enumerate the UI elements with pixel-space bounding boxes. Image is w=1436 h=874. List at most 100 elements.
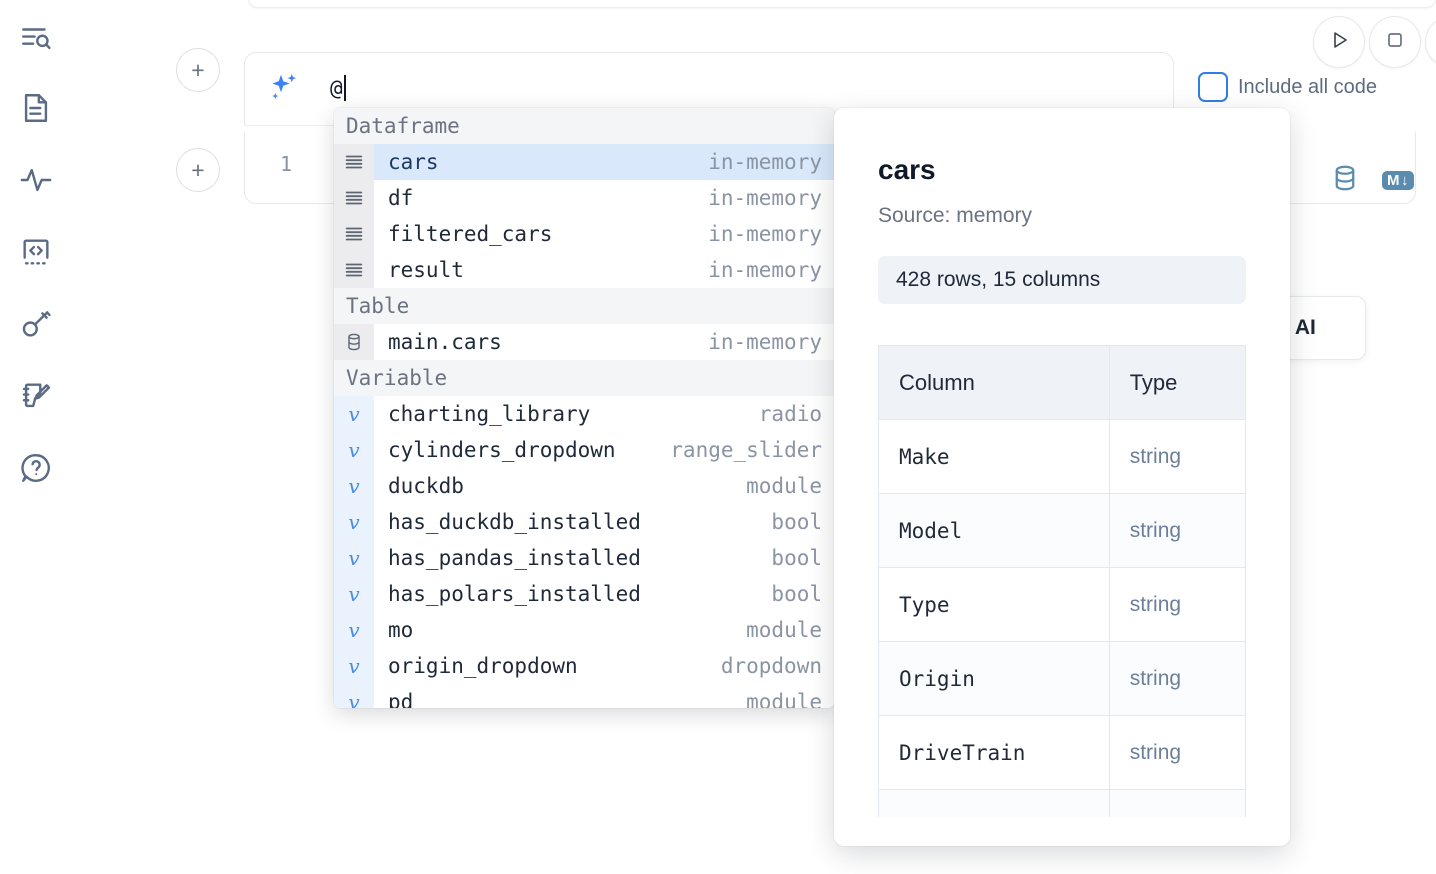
autocomplete-item[interactable]: v charting_library radio [334,396,834,432]
autocomplete-item-name: charting_library [388,402,591,426]
line-number: 1 [279,152,292,176]
document-icon[interactable] [12,84,60,132]
preview-table-row: Origin string [879,642,1245,716]
preview-column-type: string [1129,592,1182,616]
code-brackets-icon[interactable] [12,228,60,276]
autocomplete-item-type: in-memory [708,186,822,210]
variable-icon: v [334,540,374,576]
variable-icon: v [334,396,374,432]
preview-column-type: string [1129,666,1182,690]
autocomplete-item-type: bool [771,510,822,534]
stop-cell-button[interactable] [1369,16,1421,68]
autocomplete-item-type: dropdown [720,654,822,678]
autocomplete-item-name: pd [388,690,414,708]
preview-column-type [1110,790,1245,817]
previous-cell-edge [248,0,1436,8]
activity-icon[interactable] [12,156,60,204]
autocomplete-item-name: cars [388,150,439,174]
dataframe-icon [334,144,374,180]
preview-column-type: string [1129,518,1182,542]
ai-prompt-input[interactable]: @ [330,70,1160,106]
autocomplete-item-name: has_polars_installed [388,582,641,606]
preview-column-name: Origin [879,642,1110,715]
autocomplete-item-type: in-memory [708,258,822,282]
dataframe-icon [334,252,374,288]
autocomplete-group-header: Dataframe [334,108,834,144]
autocomplete-item-type: radio [758,402,822,426]
preview-column-name: Make [879,420,1110,493]
variable-icon: v [334,612,374,648]
markdown-icon[interactable]: M↓ [1382,171,1414,190]
autocomplete-item-type: bool [771,546,822,570]
autocomplete-item-type: in-memory [708,222,822,246]
autocomplete-item-type: in-memory [692,150,822,174]
markdown-arrow: ↓ [1401,172,1409,189]
outline-search-icon[interactable] [12,14,60,62]
include-all-code-row[interactable]: Include all code [1198,72,1377,102]
autocomplete-group-header: Table [334,288,834,324]
stop-icon [1383,28,1407,57]
autocomplete-item[interactable]: result in-memory [334,252,834,288]
autocomplete-item[interactable]: v has_pandas_installed bool [334,540,834,576]
include-all-code-checkbox[interactable] [1198,72,1228,102]
autocomplete-item-name: filtered_cars [388,222,553,246]
variable-icon: v [334,432,374,468]
autocomplete-item[interactable]: cars in-memory [334,144,834,180]
preview-column-name: Type [879,568,1110,641]
autocomplete-item-type: module [746,690,822,708]
autocomplete-item-name: main.cars [388,330,502,354]
cell-action-icons: M↓ [1330,163,1414,198]
left-icon-rail [0,0,72,874]
variable-icon: v [334,468,374,504]
run-cell-button[interactable] [1313,16,1365,68]
autocomplete-item-name: result [388,258,464,282]
autocomplete-item-name: origin_dropdown [388,654,578,678]
table-db-icon [334,324,374,360]
autocomplete-item-name: cylinders_dropdown [388,438,616,462]
dataframe-icon [334,216,374,252]
autocomplete-group-header: Variable [334,360,834,396]
notepad-pencil-icon[interactable] [12,372,60,420]
key-icon[interactable] [12,300,60,348]
sparkles-icon [266,70,302,106]
preview-source: Source: memory [878,204,1033,227]
autocomplete-item[interactable]: df in-memory [334,180,834,216]
autocomplete-item-type: module [746,474,822,498]
more-actions-button[interactable] [1425,16,1436,68]
markdown-letter: M [1387,172,1400,189]
preview-column-type: string [1129,444,1182,468]
preview-column-name [879,790,1110,817]
add-cell-button-bottom[interactable]: + [176,148,220,192]
variable-icon: v [334,648,374,684]
autocomplete-item-name: has_duckdb_installed [388,510,641,534]
help-chat-icon[interactable] [12,444,60,492]
preview-column-name: Model [879,494,1110,567]
autocomplete-item-type: bool [771,582,822,606]
preview-column-name: DriveTrain [879,716,1110,789]
database-icon[interactable] [1330,163,1360,198]
ai-prompt-value: @ [330,76,343,100]
autocomplete-item-type: module [746,618,822,642]
preview-table-row: Type string [879,568,1245,642]
autocomplete-item-name: df [388,186,414,210]
preview-column-type: string [1129,740,1182,764]
dataframe-icon [334,180,374,216]
preview-table-row: Make string [879,420,1245,494]
autocomplete-item-name: has_pandas_installed [388,546,641,570]
add-cell-button-top[interactable]: + [176,48,220,92]
autocomplete-item[interactable]: filtered_cars in-memory [334,216,834,252]
autocomplete-item-name: mo [388,618,414,642]
preview-table-row: DriveTrain string [879,716,1245,790]
preview-table-header-cell: Type [1129,369,1178,395]
autocomplete-item[interactable]: v origin_dropdown dropdown [334,648,834,684]
preview-table-row: Model string [879,494,1245,568]
